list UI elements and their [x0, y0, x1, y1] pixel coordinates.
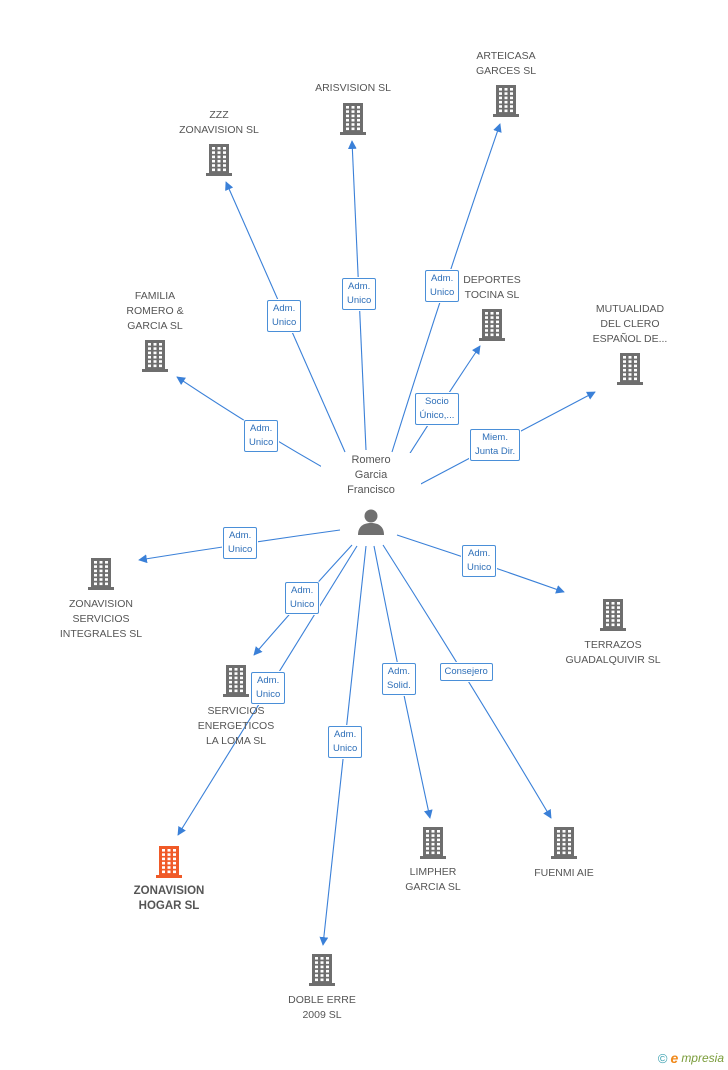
- company-name[interactable]: ZZZ ZONAVISION SL: [179, 109, 259, 136]
- building-icon: [551, 827, 577, 859]
- relation-label-zonavision-hogar[interactable]: Adm. Unico: [251, 672, 286, 704]
- company-node-terrazos[interactable]: TERRAZOS GUADALQUIVIR SL: [543, 598, 683, 668]
- relation-label-arteicasa[interactable]: Adm. Unico: [425, 270, 460, 302]
- copyright-symbol: ©: [657, 1050, 668, 1066]
- relation-label-zzz[interactable]: Adm. Unico: [267, 300, 302, 332]
- company-name[interactable]: FUENMI AIE: [534, 867, 594, 879]
- relation-label-terrazos[interactable]: Adm. Unico: [462, 545, 497, 577]
- company-name[interactable]: DOBLE ERRE 2009 SL: [288, 994, 356, 1021]
- building-icon: [493, 85, 519, 117]
- person-icon: [358, 509, 384, 535]
- building-icon: [206, 144, 232, 176]
- company-name[interactable]: ZONAVISION SERVICIOS INTEGRALES SL: [59, 598, 143, 640]
- building-icon: [223, 665, 249, 697]
- building-icon: [617, 353, 643, 385]
- company-node-zonavision-hogar[interactable]: ZONAVISION HOGAR SL: [99, 845, 239, 914]
- company-name[interactable]: ZONAVISION HOGAR SL: [133, 885, 205, 912]
- relation-label-zonavision-servicios[interactable]: Adm. Unico: [223, 527, 258, 559]
- brand-initial: e: [670, 1050, 679, 1066]
- relation-label-deportes[interactable]: Socio Único,...: [414, 393, 460, 425]
- building-icon: [88, 558, 114, 590]
- company-node-arisvision[interactable]: ARISVISION SL: [283, 81, 423, 136]
- relation-label-mutualidad[interactable]: Miem. Junta Dir.: [470, 429, 521, 461]
- building-icon: [420, 827, 446, 859]
- company-name[interactable]: LIMPHER GARCIA SL: [405, 866, 461, 893]
- company-node-limpher[interactable]: LIMPHER GARCIA SL: [363, 826, 503, 895]
- relation-label-arisvision[interactable]: Adm. Unico: [342, 278, 377, 310]
- building-icon: [142, 340, 168, 372]
- company-node-arteicasa[interactable]: ARTEICASA GARCES SL: [436, 49, 576, 118]
- company-name[interactable]: SERVICIOS ENERGETICOS LA LOMA SL: [197, 705, 275, 747]
- building-icon: [309, 954, 335, 986]
- building-icon: [600, 599, 626, 631]
- company-name[interactable]: FAMILIA ROMERO & GARCIA SL: [126, 290, 184, 332]
- company-node-mutualidad[interactable]: MUTUALIDAD DEL CLERO ESPAÑOL DE...: [560, 302, 700, 386]
- company-node-deportes[interactable]: DEPORTES TOCINA SL: [422, 273, 562, 342]
- relation-label-familia[interactable]: Adm. Unico: [244, 420, 279, 452]
- company-node-zzz[interactable]: ZZZ ZONAVISION SL: [149, 108, 289, 177]
- company-node-doble-erre[interactable]: DOBLE ERRE 2009 SL: [252, 953, 392, 1023]
- company-name[interactable]: MUTUALIDAD DEL CLERO ESPAÑOL DE...: [592, 303, 668, 345]
- relation-label-limpher[interactable]: Adm. Solid.: [382, 663, 416, 695]
- company-node-zonavision-servicios[interactable]: ZONAVISION SERVICIOS INTEGRALES SL: [31, 557, 171, 642]
- relation-label-servicios-energeticos[interactable]: Adm. Unico: [285, 582, 320, 614]
- company-name[interactable]: ARTEICASA GARCES SL: [475, 50, 537, 77]
- person-name[interactable]: Romero Garcia Francisco: [321, 453, 421, 498]
- company-node-servicios-energeticos[interactable]: SERVICIOS ENERGETICOS LA LOMA SL: [166, 664, 306, 749]
- building-icon: [156, 846, 182, 878]
- relation-label-doble-erre[interactable]: Adm. Unico: [328, 726, 363, 758]
- building-icon: [479, 309, 505, 341]
- relation-label-fuenmi[interactable]: Consejero: [439, 663, 493, 681]
- company-name[interactable]: TERRAZOS GUADALQUIVIR SL: [565, 639, 661, 666]
- building-icon: [340, 103, 366, 135]
- brand-name: mpresia: [681, 1051, 724, 1065]
- company-name[interactable]: DEPORTES TOCINA SL: [463, 274, 521, 301]
- company-name[interactable]: ARISVISION SL: [315, 82, 391, 94]
- company-node-familia[interactable]: FAMILIA ROMERO & GARCIA SL: [85, 289, 225, 373]
- person-node[interactable]: Romero Garcia Francisco: [321, 453, 421, 536]
- company-node-fuenmi[interactable]: FUENMI AIE: [494, 826, 634, 881]
